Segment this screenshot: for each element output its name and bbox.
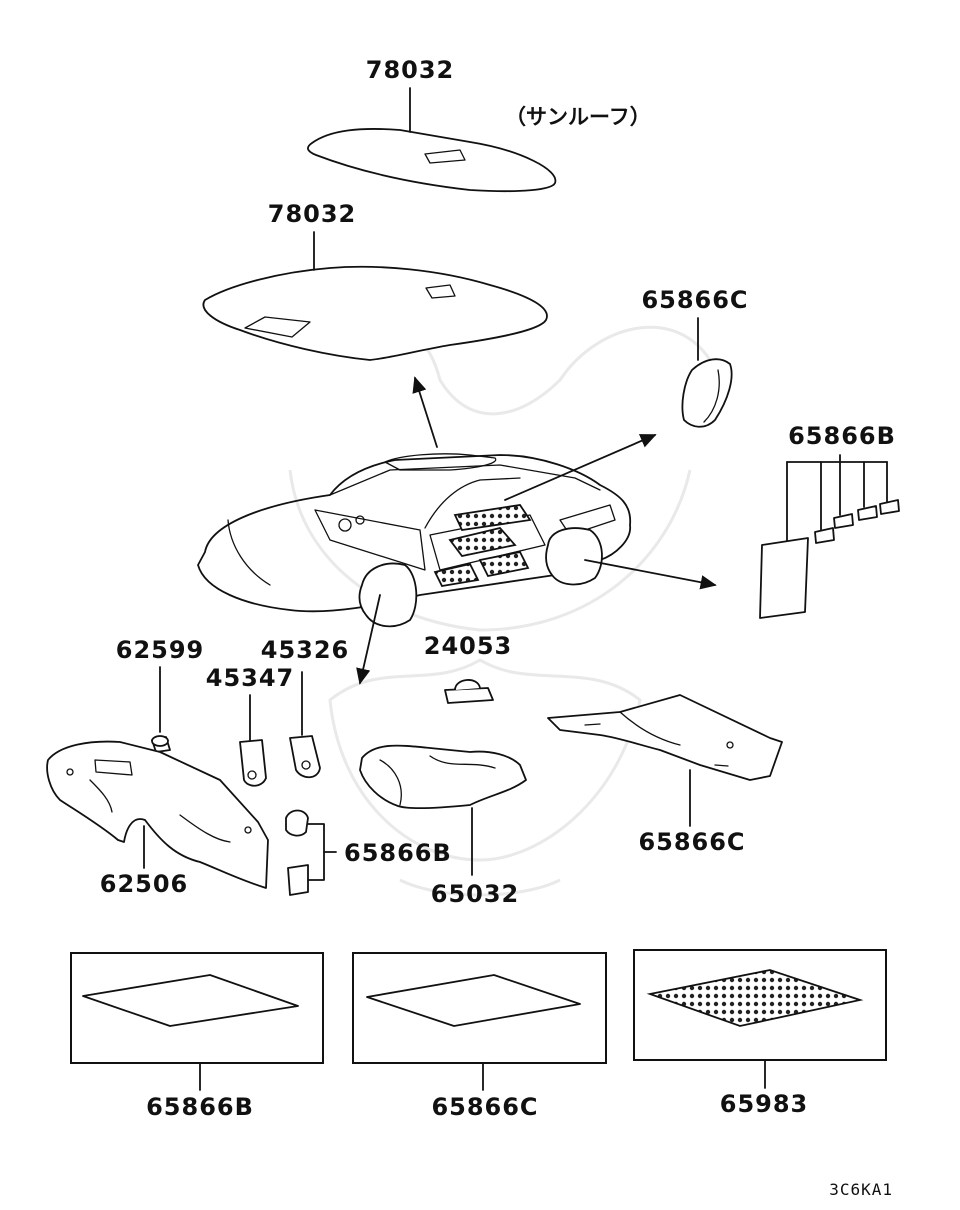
- label-62506: 62506: [100, 870, 189, 898]
- plug-24053: [444, 679, 494, 704]
- label-62599: 62599: [116, 636, 205, 664]
- clip-62599: [151, 666, 171, 753]
- dash-silencer-62506: [46, 740, 269, 889]
- label-78032-roof: 78032: [268, 200, 357, 228]
- car-body: [197, 453, 632, 628]
- tunnel-silencer-65032: [359, 744, 527, 876]
- label-65866b-quarter: 65866B: [788, 422, 896, 450]
- label-65866c-sheet: 65866C: [431, 1093, 538, 1121]
- label-65866c-pillar: 65866C: [641, 286, 748, 314]
- bracket-45326: [289, 671, 321, 779]
- label-65866b-sheet: 65866B: [146, 1093, 254, 1121]
- label-24053: 24053: [424, 632, 513, 660]
- sheet-box-65866c: [352, 952, 607, 1091]
- pad-pair-65866b: [285, 809, 337, 896]
- label-45347: 45347: [206, 664, 295, 692]
- label-65983: 65983: [720, 1090, 809, 1118]
- label-45326: 45326: [261, 636, 350, 664]
- diagram-code: 3C6KA1: [829, 1180, 893, 1199]
- sunroof-note: （サンルーフ）: [505, 105, 651, 129]
- pillar-silencer: [681, 317, 733, 428]
- watermark: [288, 301, 722, 897]
- roof-sunroof-silencer: [307, 87, 557, 193]
- arrow-roof: [412, 376, 438, 448]
- arrow-pillar: [504, 434, 657, 501]
- roof-silencer: [202, 231, 548, 361]
- label-65866b-pads: 65866B: [344, 839, 452, 867]
- arrow-tunnel: [356, 594, 381, 685]
- sheet-box-65983: [633, 949, 887, 1089]
- bracket-45347: [239, 694, 267, 787]
- label-65032: 65032: [431, 880, 520, 908]
- label-65866c-floor: 65866C: [638, 828, 745, 856]
- arrow-quarter: [584, 559, 717, 590]
- floor-silencer-65866c: [547, 694, 783, 827]
- quarter-silencer-set: [759, 454, 900, 619]
- sheet-box-65866b: [70, 952, 324, 1091]
- label-78032-sunroof: 78032: [366, 56, 455, 84]
